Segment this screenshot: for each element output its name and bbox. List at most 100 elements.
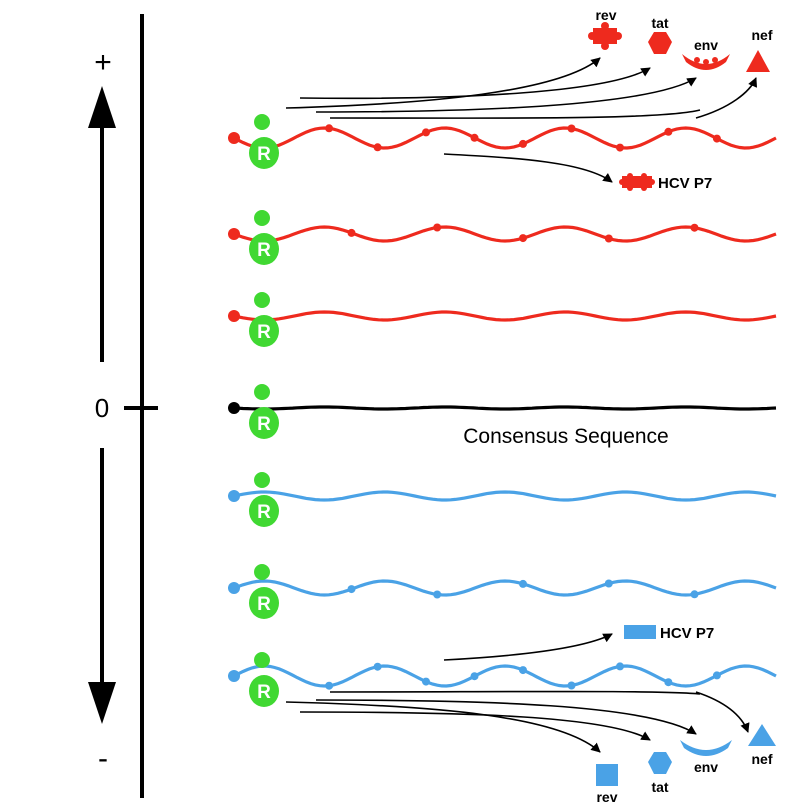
ribosome-label: R: [257, 502, 271, 523]
ribosome-icon: R: [249, 210, 279, 265]
mutation-dot: [373, 143, 382, 152]
mutation-dot: [325, 124, 334, 133]
mutation-dot: [567, 681, 576, 690]
mutation-dot: [519, 579, 527, 588]
hcvp7-protein-bottom-icon: [624, 625, 656, 639]
arrow-to-hcvp7-bottom: [443, 633, 613, 661]
strand-start-dot-level-0: [228, 402, 240, 414]
arrow-to-nef-bottom: [329, 690, 701, 695]
nef-protein-bottom-icon: [748, 724, 776, 746]
mutation-dot: [690, 223, 699, 232]
strand-line-level-0: [233, 405, 777, 411]
nef-label-top: nef: [752, 27, 773, 43]
tat-protein-bottom-icon: [648, 752, 672, 774]
mutation-dot: [470, 672, 479, 681]
ribosome-label: R: [257, 682, 271, 703]
mutation-dot: [616, 662, 624, 671]
rev-protein-top-icon: [588, 22, 622, 50]
arrow-to-tat-top: [299, 67, 651, 100]
strand-line-level--1: [233, 490, 777, 502]
mutation-dot: [422, 128, 430, 137]
ribosome-icon: R: [249, 384, 279, 439]
ribosome-label: R: [257, 594, 271, 615]
hcvp7-protein-top-icon: [619, 173, 655, 191]
consensus-sequence-label: Consensus Sequence: [463, 425, 668, 448]
nef-label-bottom: nef: [752, 751, 773, 767]
hcvp7-label-bottom: HCV P7: [660, 625, 714, 642]
arrow-to-env-top: [315, 77, 697, 113]
mutation-dot: [422, 677, 430, 686]
arrow-to-nef-top-2: [695, 77, 758, 119]
strand-start-dot-level-1: [228, 310, 240, 322]
mutation-dot: [664, 127, 673, 136]
arrow-to-rev-top: [285, 57, 601, 109]
strand-line-level-3: [233, 126, 777, 150]
ribosome-icon: R: [249, 652, 279, 707]
mutation-dot: [712, 134, 721, 143]
translation-arrows: [285, 57, 758, 753]
mutation-dot: [433, 590, 442, 599]
rev-protein-bottom-icon: [596, 764, 618, 786]
ribosome-label: R: [257, 240, 271, 261]
ribosome-icon: R: [249, 564, 279, 619]
mutation-dot: [616, 143, 624, 152]
tat-label-top: tat: [651, 15, 668, 31]
env-label-bottom: env: [694, 759, 718, 775]
mutation-dot: [373, 662, 382, 671]
arrow-to-rev-bottom: [285, 701, 601, 753]
strands-group: R R R R R R R: [228, 114, 777, 707]
arrow-to-env-bottom: [315, 699, 697, 735]
axis: + 0 -: [88, 14, 158, 798]
mutation-dot: [519, 139, 527, 148]
axis-minus-label: -: [98, 742, 108, 775]
mutation-dot: [604, 579, 613, 588]
mutation-dot: [470, 133, 479, 142]
arrow-to-hcvp7-top: [443, 153, 613, 183]
strand-start-dot-level-2: [228, 228, 240, 240]
ribosome-icon: R: [249, 114, 279, 169]
strand-line-level--2: [233, 579, 777, 597]
mutation-dot: [433, 223, 442, 232]
strand-start-dot-level-3: [228, 132, 240, 144]
strand-line-level-1: [233, 310, 777, 322]
rev-label-bottom: rev: [596, 789, 617, 805]
axis-up-arrowhead: [88, 86, 116, 128]
mutation-dot: [664, 678, 673, 687]
mutation-dot: [604, 234, 613, 243]
strand-line-level--3: [233, 664, 777, 688]
strand-line-level-2: [233, 225, 777, 243]
strand-start-dot-level--1: [228, 490, 240, 502]
strand-start-dot-level--2: [228, 582, 240, 594]
ribosome-label: R: [257, 322, 271, 343]
env-label-top: env: [694, 37, 718, 53]
ribosome-icon: R: [249, 292, 279, 347]
mutation-dot: [519, 234, 527, 243]
ribosome-icon: R: [249, 472, 279, 527]
arrow-to-nef-top: [329, 109, 701, 119]
mutation-dot: [712, 671, 721, 680]
ribosome-label: R: [257, 144, 271, 165]
arrow-to-nef-bottom-2: [695, 691, 750, 733]
axis-zero-label: 0: [95, 393, 109, 423]
axis-plus-label: +: [94, 46, 112, 79]
axis-down-arrowhead: [88, 682, 116, 724]
hcvp7-label-top: HCV P7: [658, 175, 712, 192]
env-protein-top-icon: [682, 54, 730, 70]
arrow-to-tat-bottom: [299, 711, 651, 741]
strand-start-dot-level--3: [228, 670, 240, 682]
products-bottom: rev tat env nef HCV P7: [596, 625, 776, 805]
mutation-dot: [347, 228, 356, 237]
mutation-dot: [567, 124, 576, 133]
mutation-dot: [690, 590, 699, 599]
env-bumps-top: [694, 57, 700, 63]
ribosome-label: R: [257, 414, 271, 435]
mutation-dot: [347, 585, 356, 594]
tat-protein-top-icon: [648, 32, 672, 54]
tat-label-bottom: tat: [651, 779, 668, 795]
mutation-dot: [519, 666, 527, 675]
env-protein-bottom-icon: [680, 740, 732, 756]
rev-label-top: rev: [595, 7, 616, 23]
products-top: rev tat env nef HCV P7: [588, 7, 773, 192]
mutation-dot: [325, 681, 334, 690]
